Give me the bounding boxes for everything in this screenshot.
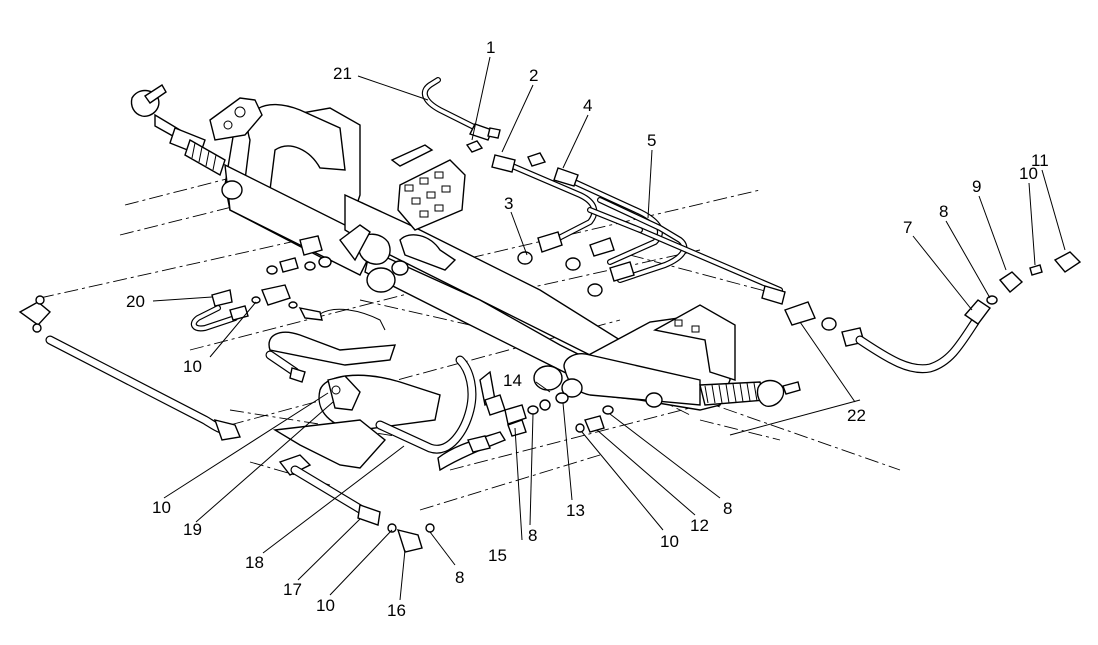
callout-11: 11: [1031, 151, 1049, 170]
callout-10-bottom: 10: [316, 596, 335, 615]
callout-13: 13: [566, 501, 585, 520]
callout-9: 9: [972, 177, 981, 196]
callout-8-center: 8: [528, 526, 537, 545]
callout-5: 5: [647, 131, 656, 150]
callout-10-right: 10: [1019, 164, 1038, 183]
callout-20: 20: [126, 292, 145, 311]
callout-8-right: 8: [939, 202, 948, 221]
callout-3: 3: [504, 194, 513, 213]
callout-22: 22: [847, 406, 866, 425]
right-hose-assembly: [855, 251, 1082, 374]
callout-10-left-upper: 10: [183, 357, 202, 376]
callout-8-center-right: 8: [723, 499, 732, 518]
callout-12: 12: [690, 516, 709, 535]
left-tie-rod: [130, 84, 226, 177]
right-arm: [533, 304, 801, 411]
callout-18: 18: [245, 553, 264, 572]
callout-labels: 1 2 3 4 5 7 8 9 10 11 20 21 22 14 10 10 …: [126, 38, 1049, 620]
callout-7: 7: [903, 218, 912, 237]
callout-1: 1: [486, 38, 495, 57]
leader-lines: [152, 56, 1066, 601]
callout-10-center: 10: [660, 532, 679, 551]
callout-15: 15: [488, 546, 507, 565]
callout-4: 4: [583, 96, 592, 115]
callout-19: 19: [183, 520, 202, 539]
left-hose-assembly: [18, 235, 614, 553]
callout-21: 21: [333, 64, 352, 83]
callout-8-bottom: 8: [455, 568, 464, 587]
callout-2: 2: [529, 66, 538, 85]
callout-10-left-lower: 10: [152, 498, 171, 517]
callout-14: 14: [503, 371, 522, 390]
callout-16: 16: [387, 601, 406, 620]
callout-17: 17: [283, 580, 302, 599]
main-frame: [209, 97, 622, 376]
rigid-tubes: [421, 77, 783, 293]
